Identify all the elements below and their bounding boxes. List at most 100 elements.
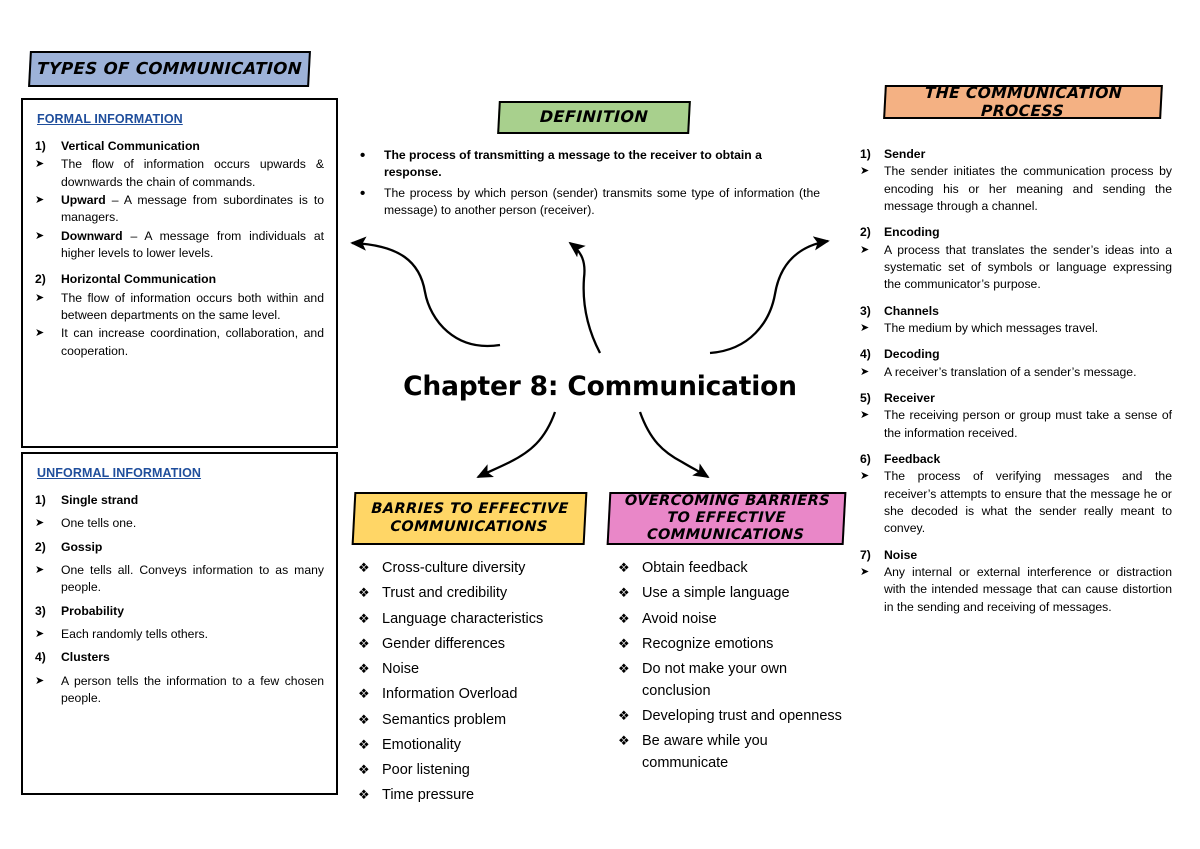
arrow-bullet-icon: ➤ <box>860 365 870 378</box>
list-item-text: The process of verifying messages and th… <box>884 469 1172 536</box>
communication-process-list: 1)Sender➤The sender initiates the commun… <box>860 146 1172 616</box>
list-item: ➤ Downward – A message from individuals a… <box>35 228 324 263</box>
arrow-bullet-icon: ➤ <box>35 229 45 242</box>
diamond-bullet-icon: ❖ <box>358 635 370 651</box>
overcoming-barriers-list: ❖ Obtain feedback ❖ Use a simple language ❖ A… <box>618 558 853 778</box>
diamond-bullet-icon: ❖ <box>358 736 370 752</box>
list-item: ➤One tells all. Conveys information to a… <box>35 562 324 597</box>
arrow-to-process <box>709 236 830 355</box>
list-number: 3) <box>35 603 46 618</box>
barriers-header: BARRIES TO EFFECTIVE COMMUNICATIONS <box>351 492 588 545</box>
list-item: 7)Noise <box>860 547 1172 564</box>
list-item-text: The flow of information occurs upwards &… <box>61 157 324 189</box>
list-item-text: Be aware while you communicate <box>642 733 768 771</box>
list-item: 2)Encoding <box>860 224 1172 241</box>
list-item: 3) Channels <box>860 303 1172 320</box>
list-item: ❖ Gender differences <box>358 634 598 656</box>
list-item: ➤It can increase coordination, collabora… <box>35 325 324 360</box>
list-item: ➤One tells one. <box>35 515 324 532</box>
list-item-text: Vertical Communication <box>61 139 200 153</box>
list-item: ❖ Time pressure <box>358 785 598 807</box>
list-item-text: Trust and credibility <box>382 585 508 602</box>
arrow-bullet-icon: ➤ <box>35 563 45 576</box>
list-item: ➤ Each randomly tells others. <box>35 626 324 643</box>
list-item-text: Noise <box>382 661 420 677</box>
diamond-bullet-icon: ❖ <box>618 635 630 651</box>
list-item: 4) Decoding <box>860 346 1172 363</box>
list-item-text: A person tells the information to a few … <box>61 673 324 705</box>
list-item-text: Downward – A message from individuals at… <box>61 228 324 260</box>
arrow-bullet-icon: ➤ <box>35 674 45 687</box>
list-item-text: Time pressure <box>382 787 475 804</box>
arrow-bullet-icon: ➤ <box>860 470 870 483</box>
list-item: ❖Developing trust and openness <box>618 706 853 728</box>
definition-bullet: •The process by which person (sender) tr… <box>360 185 820 220</box>
list-item-text: Emotionality <box>382 736 461 753</box>
list-item: ❖ Be aware while you communicate <box>618 731 853 775</box>
barriers-list: ❖Cross-culture diversity ❖ Trust and credi… <box>358 558 598 811</box>
arrow-bullet-icon: ➤ <box>860 565 870 578</box>
list-item: 6)Feedback <box>860 451 1172 468</box>
arrow-bullet-icon: ➤ <box>860 243 870 256</box>
diamond-bullet-icon: ❖ <box>618 585 630 601</box>
list-item-text: Decoding <box>884 347 940 362</box>
list-item-text: Do not make your own conclusion <box>642 661 788 699</box>
arrow-bullet-icon: ➤ <box>35 327 45 340</box>
list-item-text: Gender differences <box>382 635 506 652</box>
list-item: ➤The flow of information occurs both wit… <box>35 290 324 325</box>
list-item-text: Feedback <box>884 451 941 466</box>
overcoming-header-label: OVERCOMING BARRIERS TO EFFECTIVE COMMUNI… <box>624 492 831 544</box>
diamond-bullet-icon: ❖ <box>618 661 630 676</box>
definition-bullet-list: •The process of transmitting a message t… <box>360 147 820 222</box>
list-item-text: Avoid noise <box>642 610 717 627</box>
list-item-text: Upward – A message from subordinates is … <box>61 192 324 225</box>
diamond-bullet-icon: ❖ <box>358 787 370 803</box>
types-of-communication-header: TYPES OF COMMUNICATION <box>28 51 311 87</box>
list-item: ➤ Any internal or external interference o… <box>860 564 1172 616</box>
list-item: 3)Probability <box>35 603 324 620</box>
list-item-text: Gossip <box>61 539 103 554</box>
list-item: ➤ A receiver’s translation of a sender’s … <box>860 364 1172 381</box>
list-item-text: A receiver’s translation of a sender’s m… <box>884 364 1137 379</box>
formal-information-list: 1)Vertical Communication➤The flow of inf… <box>35 138 324 360</box>
arrow-bullet-icon: ➤ <box>35 193 45 206</box>
overcoming-barriers-header: OVERCOMING BARRIERS TO EFFECTIVE COMMUNI… <box>606 492 847 545</box>
list-number: 4) <box>860 347 871 362</box>
page-title: Chapter 8: Communication <box>403 371 797 402</box>
list-item-text: Any internal or external interference or… <box>884 564 1172 614</box>
diamond-bullet-icon: ❖ <box>618 733 630 749</box>
list-item: ➤ Upward – A message from subordinates is… <box>35 192 324 227</box>
arrow-bullet-icon: ➤ <box>35 627 45 640</box>
definition-bullet: •The process of transmitting a message t… <box>360 147 820 182</box>
definition-bullet-text: The process of transmitting a message to… <box>384 148 762 180</box>
arrow-to-barriers <box>476 411 557 479</box>
unformal-information-heading: UNFORMAL INFORMATION <box>37 466 202 480</box>
list-item-text: A process that translates the sender’s i… <box>884 242 1172 292</box>
list-item: ➤ The sender initiates the communication … <box>860 163 1172 215</box>
list-item-text: The medium by which messages travel. <box>884 320 1099 335</box>
list-item-text: Language characteristics <box>382 610 544 627</box>
list-item-text: Single strand <box>61 493 139 507</box>
arrow-bullet-icon: ➤ <box>35 291 45 304</box>
list-item-text: Use a simple language <box>642 585 790 602</box>
list-number: 3) <box>860 303 871 318</box>
list-item: ➤The receiving person or group must take… <box>860 407 1172 442</box>
list-item: ❖Cross-culture diversity <box>358 558 598 580</box>
list-item-text: Information Overload <box>382 686 518 703</box>
list-item: ❖ Emotionality <box>358 735 598 757</box>
arrow-bullet-icon: ➤ <box>860 165 870 178</box>
list-item-text: Channels <box>884 303 939 318</box>
unformal-information-list: 1)Single strand➤One tells one.2)Gossip➤O… <box>35 492 324 707</box>
list-item: 5)Receiver <box>860 390 1172 407</box>
list-item: 1)Vertical Communication <box>35 138 324 155</box>
list-number: 1) <box>860 147 871 161</box>
list-item-text: Each randomly tells others. <box>61 626 208 641</box>
list-item-text: Obtain feedback <box>642 560 748 576</box>
process-header-label: THE COMMUNICATION PROCESS <box>924 83 1123 120</box>
list-item-text: Recognize emotions <box>642 635 774 652</box>
diamond-bullet-icon: ❖ <box>358 610 370 626</box>
list-item-text: The sender initiates the communication p… <box>884 164 1172 213</box>
list-item: 4)Clusters <box>35 649 324 666</box>
diamond-bullet-icon: ❖ <box>358 711 370 727</box>
list-item: ❖ Recognize emotions <box>618 634 853 656</box>
